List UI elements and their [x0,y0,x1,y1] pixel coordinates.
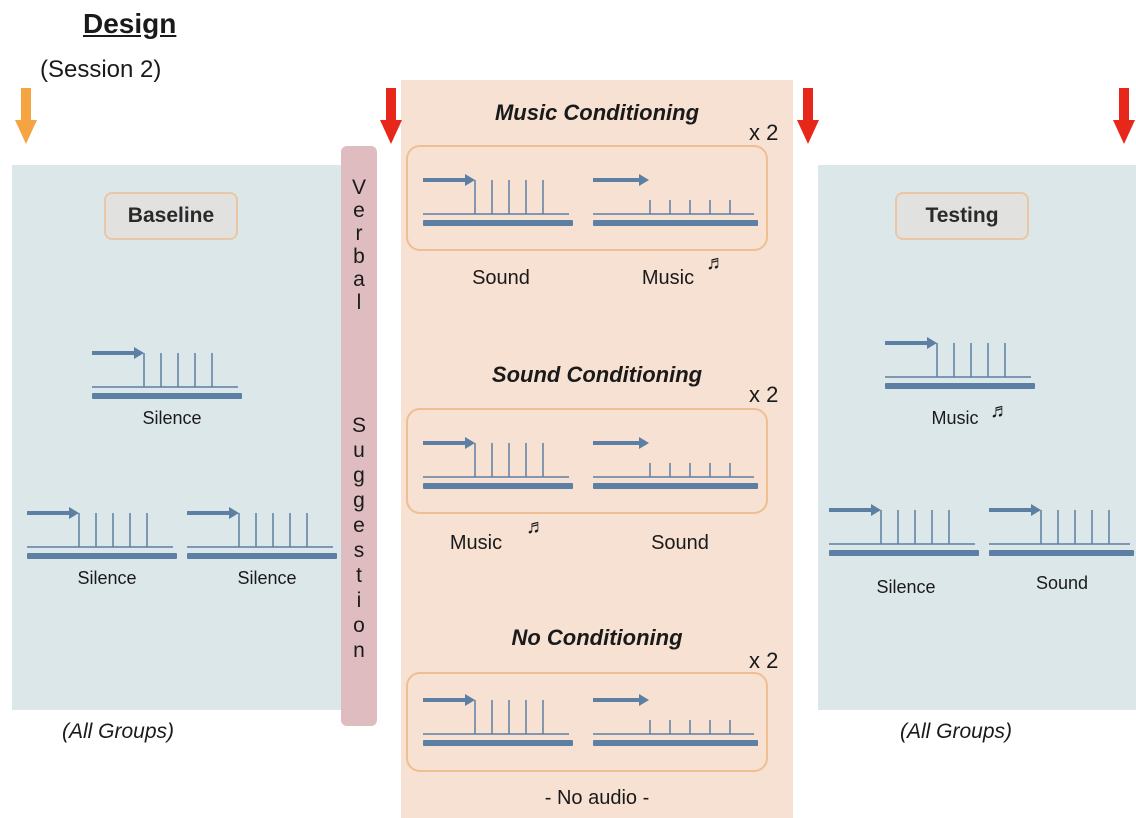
down-arrow-icon [15,88,37,144]
verbal-letter: V [351,176,366,199]
verbal-letter: e [353,199,365,222]
page-title: Design [83,8,177,39]
trial-diagram [885,337,1035,389]
trial-diagram [423,694,573,746]
verbal-suggestion-bar: V e r b a l S u g g e s t i o n [341,146,377,726]
track-bar [27,553,177,559]
right-arrow-head [1031,504,1041,516]
track-bar [92,393,242,399]
trial-label: Music [641,267,695,289]
trial-diagram [27,507,177,559]
trial-label: Silence [876,577,936,597]
verbal-letter: a [353,268,365,291]
right-arrow-head [639,694,649,706]
music-conditioning-title: Music Conditioning [494,100,700,125]
music-note-icon: ♬ [990,400,1010,422]
track-bar [593,483,758,489]
track-bar [423,483,573,489]
testing-label: Testing [895,192,1029,240]
verbal-letter: e [353,514,365,537]
trial-diagram [187,507,337,559]
trial-label: Sound [1035,573,1089,593]
trial-label: Music [931,408,979,428]
trial-label: Sound [651,532,709,554]
verbal-letter: g [353,489,365,512]
no-audio-label: - No audio - [544,787,650,809]
trial-label: Silence [142,408,202,428]
right-arrow-head [465,694,475,706]
trial-diagram [593,437,758,489]
right-arrow-head [465,437,475,449]
music-note-icon: ♬ [526,516,546,538]
session-subtitle: (Session 2) [40,56,162,83]
music-note-icon: ♬ [706,252,726,274]
all-groups-label: (All Groups) [900,720,1013,743]
right-arrow-head [465,174,475,186]
verbal-letter: s [353,539,365,562]
down-arrow-icon [797,88,819,144]
right-arrow-head [871,504,881,516]
repeat-count: x 2 [749,120,779,145]
right-arrow-head [229,507,239,519]
down-arrow-icon [1113,88,1135,144]
verbal-letter: S [351,414,366,437]
track-bar [829,550,979,556]
trial-diagram [989,504,1134,556]
repeat-count: x 2 [749,648,779,673]
track-bar [593,740,758,746]
verbal-letter: u [353,439,365,462]
music-conditioning-box [406,145,768,251]
track-bar [885,383,1035,389]
trial-diagram [423,174,573,226]
track-bar [593,220,758,226]
track-bar [187,553,337,559]
down-arrow-icon [380,88,402,144]
trial-label: Silence [77,568,137,588]
right-arrow-head [134,347,144,359]
verbal-letter: b [353,245,365,268]
verbal-letter: n [353,639,365,662]
verbal-letter: i [356,589,362,612]
trial-label: Silence [237,568,297,588]
testing-panel [818,165,1136,710]
right-arrow-head [69,507,79,519]
track-bar [423,740,573,746]
track-bar [423,220,573,226]
no-conditioning-title: No Conditioning [511,625,683,650]
track-bar [989,550,1134,556]
verbal-letter: r [355,222,363,245]
trial-diagram [829,504,979,556]
verbal-letter: l [356,291,362,314]
trial-diagram [593,174,758,226]
all-groups-label: (All Groups) [62,720,175,743]
baseline-panel [12,165,341,710]
trial-diagram [92,347,242,399]
trial-label: Music [449,532,503,554]
verbal-letter: o [353,614,365,637]
baseline-label: Baseline [104,192,238,240]
right-arrow-head [639,437,649,449]
right-arrow-head [927,337,937,349]
right-arrow-head [639,174,649,186]
trial-diagram [423,437,573,489]
trial-diagram [593,694,758,746]
verbal-letter: t [356,564,362,587]
verbal-letter: g [353,464,365,487]
sound-conditioning-box [406,408,768,514]
no-conditioning-box [406,672,768,772]
sound-conditioning-title: Sound Conditioning [491,362,703,387]
trial-label: Sound [472,267,530,289]
repeat-count: x 2 [749,382,779,407]
